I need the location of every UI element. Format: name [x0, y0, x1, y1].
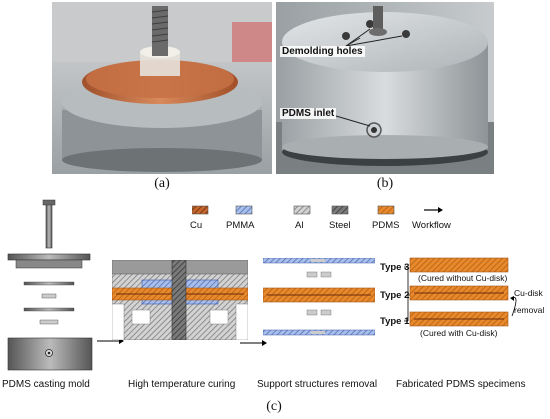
- step-1-label: PDMS casting mold: [2, 379, 90, 390]
- demolding-holes-label: Demolding holes: [280, 46, 365, 57]
- legend-swatches: [192, 205, 443, 215]
- arrow-right-icon: [424, 207, 443, 213]
- step-3-label: Support structures removal: [257, 379, 378, 390]
- type-1-label: Type 1: [380, 316, 410, 327]
- legend-swatch-steel: [331, 205, 349, 215]
- note-cured-without-cu: (Cured without Cu-disk): [418, 273, 508, 283]
- curing-cross-section: [112, 260, 248, 340]
- note-cured-with-cu: (Cured with Cu-disk): [420, 328, 498, 338]
- step-2-label: High temperature curing: [128, 379, 236, 390]
- legend-swatch-al: [293, 205, 311, 215]
- legend-label-steel: Steel: [329, 220, 351, 231]
- photo-panel-a: [52, 2, 272, 174]
- legend-label-pmma: PMMA: [226, 220, 255, 231]
- specimen-types-drawing: [404, 257, 517, 327]
- legend-swatch-cu: [192, 205, 209, 215]
- legend-label-pdms: PDMS: [372, 220, 400, 231]
- caption-c: (c): [266, 399, 282, 414]
- caption-a: (a): [154, 176, 170, 191]
- mold-photo-a: [52, 2, 272, 174]
- type-3-label: Type 3: [380, 262, 410, 273]
- specimen-type-3: [409, 257, 509, 273]
- legend-label-cu: Cu: [190, 220, 203, 231]
- note-removal: removal: [514, 305, 545, 315]
- legend-label-al: Al: [295, 220, 304, 231]
- casting-mold-exploded-view: [7, 199, 93, 371]
- note-cu-disk: Cu-disk: [514, 288, 543, 298]
- mold-photo-b: [276, 2, 494, 174]
- legend-swatch-pdms: [377, 205, 395, 215]
- pdms-inlet-label: PDMS inlet: [280, 108, 337, 119]
- photo-panel-b: Demolding holes PDMS inlet: [276, 2, 494, 174]
- type-2-label: Type 2: [380, 290, 410, 301]
- step-4-label: Fabricated PDMS specimens: [396, 379, 526, 390]
- legend-swatch-pmma: [235, 205, 253, 215]
- legend-label-workflow: Workflow: [412, 220, 451, 231]
- workflow-arrow-2: [240, 340, 267, 346]
- support-removal-exploded: [263, 258, 375, 336]
- caption-b: (b): [376, 176, 394, 191]
